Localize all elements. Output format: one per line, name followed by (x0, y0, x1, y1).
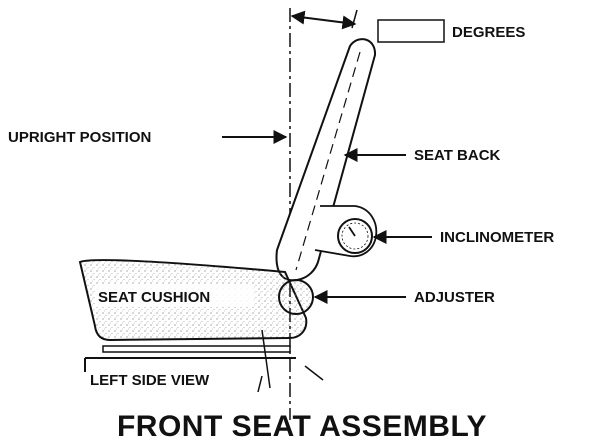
seat-cushion-label-bg (96, 285, 254, 307)
floor-angle-line (304, 365, 324, 381)
adjuster-label: ADJUSTER (414, 289, 495, 306)
degree-arrow (290, 10, 357, 30)
cushion-extension-line (261, 329, 271, 389)
degree-tick (351, 9, 358, 29)
inclinometer-dial-inner (341, 222, 369, 250)
left-view-tick (257, 375, 263, 393)
degrees-label: DEGREES (452, 24, 525, 41)
seat-rail (102, 345, 291, 353)
seat-back-centerline (295, 51, 361, 271)
adjuster (278, 279, 314, 315)
inclinometer-needle (348, 226, 356, 237)
upright-position-label: UPRIGHT POSITION (8, 129, 151, 146)
left-side-view-label: LEFT SIDE VIEW (90, 372, 210, 389)
degrees-box[interactable] (377, 19, 445, 43)
seat-back-label: SEAT BACK (414, 147, 501, 164)
seat-back (275, 38, 377, 282)
inclinometer-label: INCLINOMETER (440, 229, 554, 246)
seat-cushion-label: SEAT CUSHION (98, 289, 210, 306)
diagram-caption: FRONT SEAT ASSEMBLY (117, 410, 487, 443)
